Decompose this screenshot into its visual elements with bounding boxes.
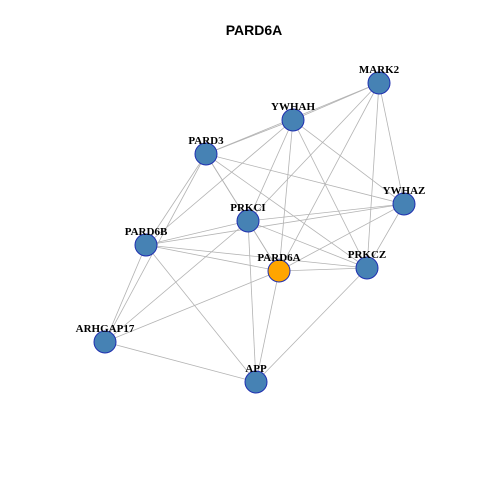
edge-ywhaz-pard6a	[278, 203, 405, 272]
edge-ywhaz-pard6b	[145, 203, 405, 246]
edge-prkci-app	[247, 220, 257, 383]
edge-pard3-ywhaz	[205, 153, 405, 205]
node-label-prkci: PRKCI	[230, 202, 265, 214]
edge-pard6a-arhgap17	[104, 270, 280, 343]
node-label-prkcz: PRKCZ	[348, 249, 387, 261]
node-arhgap17	[93, 330, 117, 354]
node-app	[244, 370, 268, 394]
graph-title: PARD6A	[226, 22, 283, 38]
edge-pard3-pard6b	[145, 153, 207, 246]
edge-pard3-prkcz	[205, 153, 368, 269]
edge-pard6b-arhgap17	[104, 244, 147, 343]
edge-ywhaz-prkci	[247, 203, 405, 222]
node-pard3	[194, 142, 218, 166]
edge-mark2-prkci	[247, 82, 380, 222]
node-mark2	[367, 71, 391, 95]
node-label-pard6b: PARD6B	[125, 226, 168, 238]
edge-arhgap17-app	[104, 341, 257, 383]
edge-pard6b-app	[145, 244, 257, 383]
node-label-pard6a: PARD6A	[257, 252, 300, 264]
edge-prkci-arhgap17	[104, 220, 249, 343]
edge-pard6a-prkcz	[278, 267, 368, 272]
edge-prkci-prkcz	[247, 220, 368, 269]
edge-ywhaz-prkcz	[366, 203, 405, 269]
edge-ywhah-pard6b	[145, 119, 294, 246]
node-prkcz	[355, 256, 379, 280]
node-label-arhgap17: ARHGAP17	[76, 323, 135, 335]
node-ywhaz	[392, 192, 416, 216]
node-pard6a	[267, 259, 291, 283]
node-prkci	[236, 209, 260, 233]
node-pard6b	[134, 233, 158, 257]
edge-prkci-pard6b	[145, 220, 249, 246]
node-label-mark2: MARK2	[359, 64, 400, 76]
edge-prkcz-app	[255, 267, 368, 383]
edge-pard6a-app	[255, 270, 280, 383]
edge-pard6b-prkcz	[145, 244, 368, 269]
edge-ywhah-pard6a	[278, 119, 294, 272]
node-label-pard3: PARD3	[188, 135, 224, 147]
node-label-app: APP	[245, 363, 267, 375]
edge-mark2-prkcz	[366, 82, 380, 269]
edge-ywhah-ywhaz	[292, 119, 405, 205]
edge-ywhah-prkcz	[292, 119, 368, 269]
edge-ywhah-pard3	[205, 119, 294, 155]
node-layer	[93, 71, 416, 394]
node-label-ywhaz: YWHAZ	[383, 185, 426, 197]
edge-mark2-ywhaz	[378, 82, 405, 205]
node-ywhah	[281, 108, 305, 132]
node-label-ywhah: YWHAH	[271, 101, 315, 113]
edge-pard6b-pard6a	[145, 244, 280, 272]
